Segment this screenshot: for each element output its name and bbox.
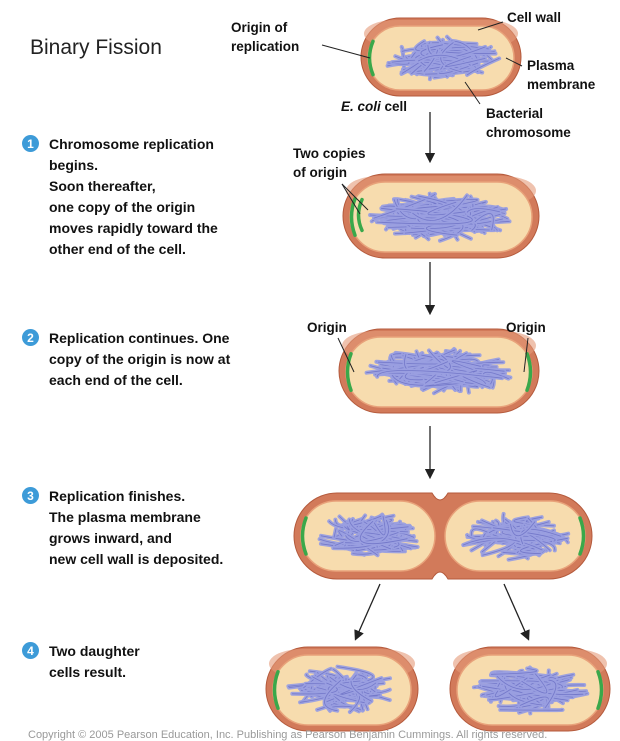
- leader-line: [341, 183, 369, 211]
- dividing-cell: [293, 492, 593, 580]
- bacterial-chromosome: [385, 34, 502, 82]
- step-number-badge: 4: [22, 642, 39, 659]
- leader-line: [505, 57, 523, 67]
- leader-line: [477, 21, 504, 31]
- bacterial-cell: [360, 17, 522, 97]
- leader-line: [464, 81, 481, 105]
- bacterial-cell: [449, 646, 611, 732]
- bacterial-chromosome: [461, 511, 571, 562]
- bacterial-chromosome: [286, 664, 392, 714]
- step-text: Replication finishes.The plasma membrane…: [49, 488, 224, 567]
- process-arrow: [503, 583, 530, 641]
- origin-of-replication-marker: [300, 516, 308, 556]
- bacterial-cell: [265, 646, 419, 732]
- origin-of-replication-marker: [525, 352, 533, 392]
- step-number-badge: 3: [22, 487, 39, 504]
- origin-of-replication-marker: [349, 197, 357, 237]
- origin-of-replication-marker: [272, 670, 280, 710]
- origin-of-replication-marker: [578, 516, 586, 556]
- bacterial-cell: [338, 328, 540, 414]
- step-3: 3 Replication finishes.The plasma membra…: [22, 486, 223, 570]
- process-arrow: [354, 583, 381, 641]
- plasma-membrane-label: Plasma membrane: [527, 58, 596, 92]
- step-number-badge: 1: [22, 135, 39, 152]
- two-copies-of-origin-label: Two copies of origin: [293, 146, 366, 180]
- copyright-notice: Copyright © 2005 Pearson Education, Inc.…: [28, 729, 548, 741]
- cell-wall-label: Cell wall: [507, 10, 562, 25]
- leader-line: [321, 44, 371, 59]
- origin-of-replication-marker: [596, 670, 604, 710]
- origin-left-label: Origin: [307, 320, 347, 335]
- bacterial-cell: [342, 173, 540, 259]
- bacterial-chromosome: [368, 191, 512, 243]
- page-title: Binary Fission: [30, 36, 162, 59]
- bacterial-chromosome: [364, 347, 513, 396]
- origin-of-replication-marker: [356, 197, 364, 233]
- ecoli-cell-label: E. coli cell: [341, 99, 408, 114]
- origin-of-replication-marker: [345, 352, 353, 392]
- bacterial-chromosome: [317, 512, 420, 558]
- origin-right-label: Origin: [506, 320, 546, 335]
- leader-line: [523, 337, 529, 373]
- leader-line: [341, 183, 361, 215]
- origin-of-replication-label: Origin of replication: [231, 20, 300, 54]
- bacterial-chromosome-label: Bacterial chromosome: [486, 106, 571, 140]
- step-number-badge: 2: [22, 329, 39, 346]
- bacterial-chromosome: [471, 665, 590, 716]
- leader-line: [337, 337, 355, 373]
